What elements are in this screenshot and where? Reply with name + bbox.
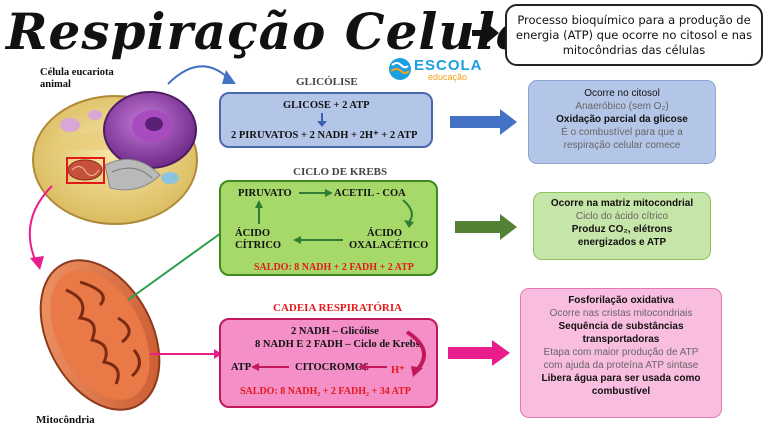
piruvato-label: PIRUVATO <box>238 188 292 199</box>
glicolise-title: GLICÓLISE <box>296 76 358 88</box>
glicolise-info: Ocorre no citosol Anaeróbico (sem O₂) Ox… <box>528 80 716 164</box>
brand-logo: ESCOLA educação <box>388 57 488 83</box>
krebs-info: Ocorre na matriz mitocondrial Ciclo do á… <box>533 192 711 260</box>
atp-label: ATP <box>231 362 252 373</box>
citrico-label-1: ÁCIDO <box>235 228 271 239</box>
cadeia-arrows <box>251 330 427 377</box>
cadeia-arrow <box>448 340 510 366</box>
oxalacetico-label-2: OXALACÉTICO <box>349 240 429 251</box>
acetil-coa-label: ACETIL - COA <box>334 188 406 199</box>
page-title: Respiração Celular <box>6 2 557 61</box>
krebs-box: PIRUVATO ACETIL - COA ÁCIDO OXALACÉTICO … <box>219 180 438 276</box>
citrico-label-2: CÍTRICO <box>235 240 282 251</box>
glicolise-box: GLICOSE + 2 ATP 2 PIRUVATOS + 2 NADH + 2… <box>219 92 433 148</box>
cadeia-saldo: SALDO: 8 NADH₂ + 2 FADH₂ + 34 ATP <box>240 386 411 397</box>
globe-logo-icon <box>389 58 411 80</box>
cadeia-info: Fosforilação oxidativa Ocorre nas crista… <box>520 288 722 418</box>
cadeia-title: CADEIA RESPIRATÓRIA <box>273 302 403 314</box>
arrow-down-icon <box>317 113 327 127</box>
krebs-arrow <box>455 214 517 240</box>
definition-box: Processo bioquímico para a produção de e… <box>505 4 763 66</box>
cadeia-box: 2 NADH – Glicólise 8 NADH E 2 FADH – Cic… <box>219 318 438 408</box>
cadeia-line1: 2 NADH – Glicólise <box>291 326 379 337</box>
mitochondrion-illustration <box>39 259 161 411</box>
krebs-title: CICLO DE KREBS <box>293 166 388 178</box>
citocromos-label: CITOCROMOS <box>295 362 369 373</box>
krebs-saldo: SALDO: 8 NADH + 2 FADH + 2 ATP <box>254 262 414 273</box>
animal-cell-illustration <box>32 91 198 225</box>
logo-name: ESCOLA <box>414 57 483 74</box>
cell-label: Célula eucariota animal <box>40 67 114 90</box>
mitochondrion-label: Mitocôndria <box>36 414 95 426</box>
cadeia-line2: 8 NADH E 2 FADH – Ciclo de Krebs <box>255 339 420 350</box>
oxalacetico-label-1: ÁCIDO <box>367 228 403 239</box>
krebs-cycle-arrows <box>255 189 414 244</box>
glicolise-input: GLICOSE + 2 ATP <box>283 100 370 111</box>
glicolise-arrow <box>450 109 517 135</box>
logo-subtitle: educação <box>428 72 468 82</box>
arrow-right-icon <box>472 23 499 43</box>
h-plus-label: H⁺ <box>391 365 405 376</box>
glicolise-output: 2 PIRUVATOS + 2 NADH + 2H⁺ + 2 ATP <box>231 130 418 141</box>
